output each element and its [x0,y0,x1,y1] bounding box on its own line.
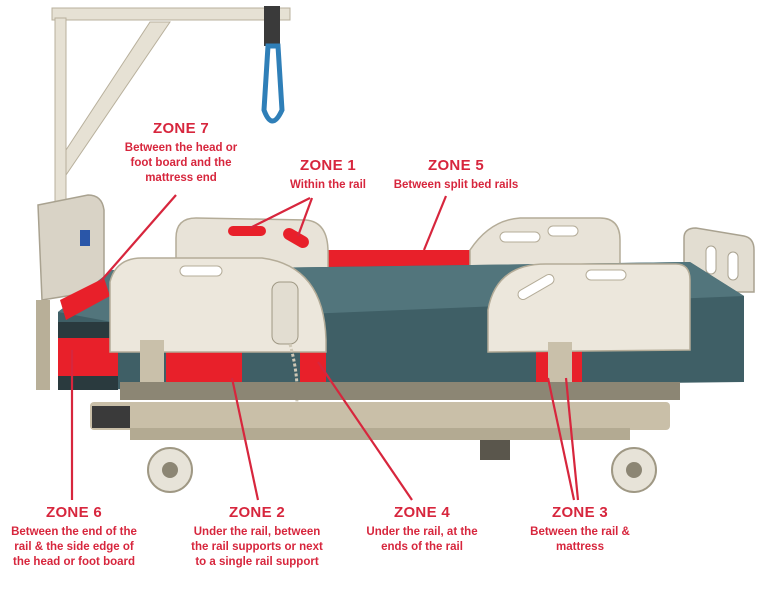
head-board [36,194,105,390]
zone2-line: the rail supports or next [191,541,323,553]
zone5-line: Between split bed rails [393,179,519,191]
zone6-title: ZONE 6 [46,504,102,521]
trapeze-bar [51,6,291,229]
zone7-line: Between the head or [124,142,238,154]
zone2-label: ZONE 2 Under the rail, between the rail … [172,504,342,570]
wheels [147,440,657,493]
zone2-line: to a single rail support [195,556,319,568]
zone4-line: ends of the rail [381,541,463,553]
zone2-description: Under the rail, between the rail support… [172,525,342,570]
zone1-description: Within the rail [268,178,388,193]
zone3-line: mattress [556,541,604,553]
pointer-lines [70,194,580,501]
zone7-line: foot board and the [130,157,232,169]
zone5-title: ZONE 5 [428,157,484,174]
zone3-label: ZONE 3 Between the rail & mattress [512,504,648,555]
zone6-line: Between the end of the [11,526,137,538]
zone4-pointer [317,361,413,501]
zone2-pointer [230,377,260,501]
zone6-gap-highlight [58,338,118,376]
zone3-line: Between the rail & [530,526,630,538]
zone3-title: ZONE 3 [552,504,608,521]
zone2-line: Under the rail, between [193,526,321,538]
zone7-label: ZONE 7 Between the head or foot board an… [106,120,256,186]
zone5-pointer [422,195,448,251]
zone6-line: rail & the side edge of [14,541,134,553]
zone5-description: Between split bed rails [378,178,534,193]
zone3-pointer-right [564,377,580,501]
zone4-title: ZONE 4 [394,504,450,521]
zone7-title: ZONE 7 [153,120,209,137]
zone6-label: ZONE 6 Between the end of the rail & the… [0,504,148,570]
zone2-title: ZONE 2 [229,504,285,521]
zone7-line: mattress end [145,172,217,184]
zone1-pointer-right [296,197,314,237]
zone5-label: ZONE 5 Between split bed rails [378,157,534,193]
zone1-label: ZONE 1 Within the rail [268,157,388,193]
zone1-pointer-left [249,197,311,229]
zone4-description: Under the rail, at the ends of the rail [352,525,492,555]
zone3-description: Between the rail & mattress [512,525,648,555]
zone7-description: Between the head or foot board and the m… [106,141,256,186]
zone7-pointer [99,194,177,283]
zone1-title: ZONE 1 [300,157,356,174]
bed-frame [90,382,680,440]
zone3-pointer-left [546,377,576,501]
zone1-line: Within the rail [290,179,366,191]
zone6-description: Between the end of the rail & the side e… [0,525,148,570]
zone4-line: Under the rail, at the [366,526,478,538]
zone6-line: the head or foot board [12,556,136,568]
zone4-label: ZONE 4 Under the rail, at the ends of th… [352,504,492,555]
zone7-gap-highlight [60,278,110,320]
